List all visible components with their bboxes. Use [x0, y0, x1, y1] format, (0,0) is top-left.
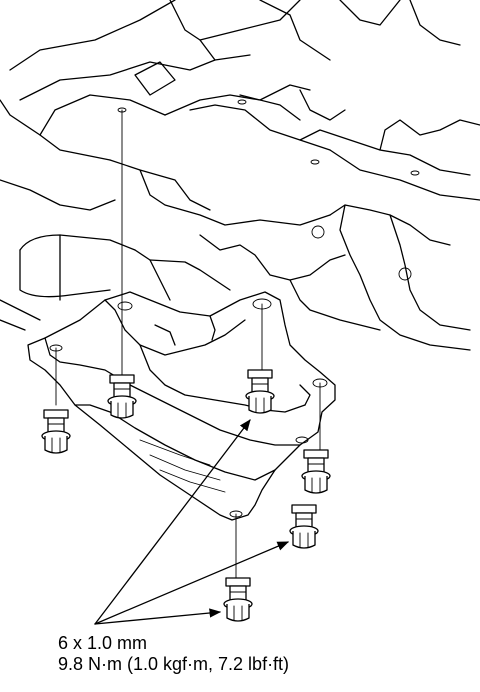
bolt-icon: [301, 449, 331, 494]
bolt-icon: [223, 577, 253, 622]
callout-arrows: [94, 419, 290, 625]
alignment-lines: [55, 109, 321, 579]
bolt-icon: [41, 409, 71, 454]
torque-spec-label: 9.8 N·m (1.0 kgf·m, 7.2 lbf·ft): [58, 654, 290, 674]
bolt-icon: [289, 504, 319, 549]
bolt-size-label: 6 x 1.0 mm: [58, 633, 148, 653]
splash-shield: [27, 291, 336, 521]
engine-undercarriage: [0, 0, 480, 351]
